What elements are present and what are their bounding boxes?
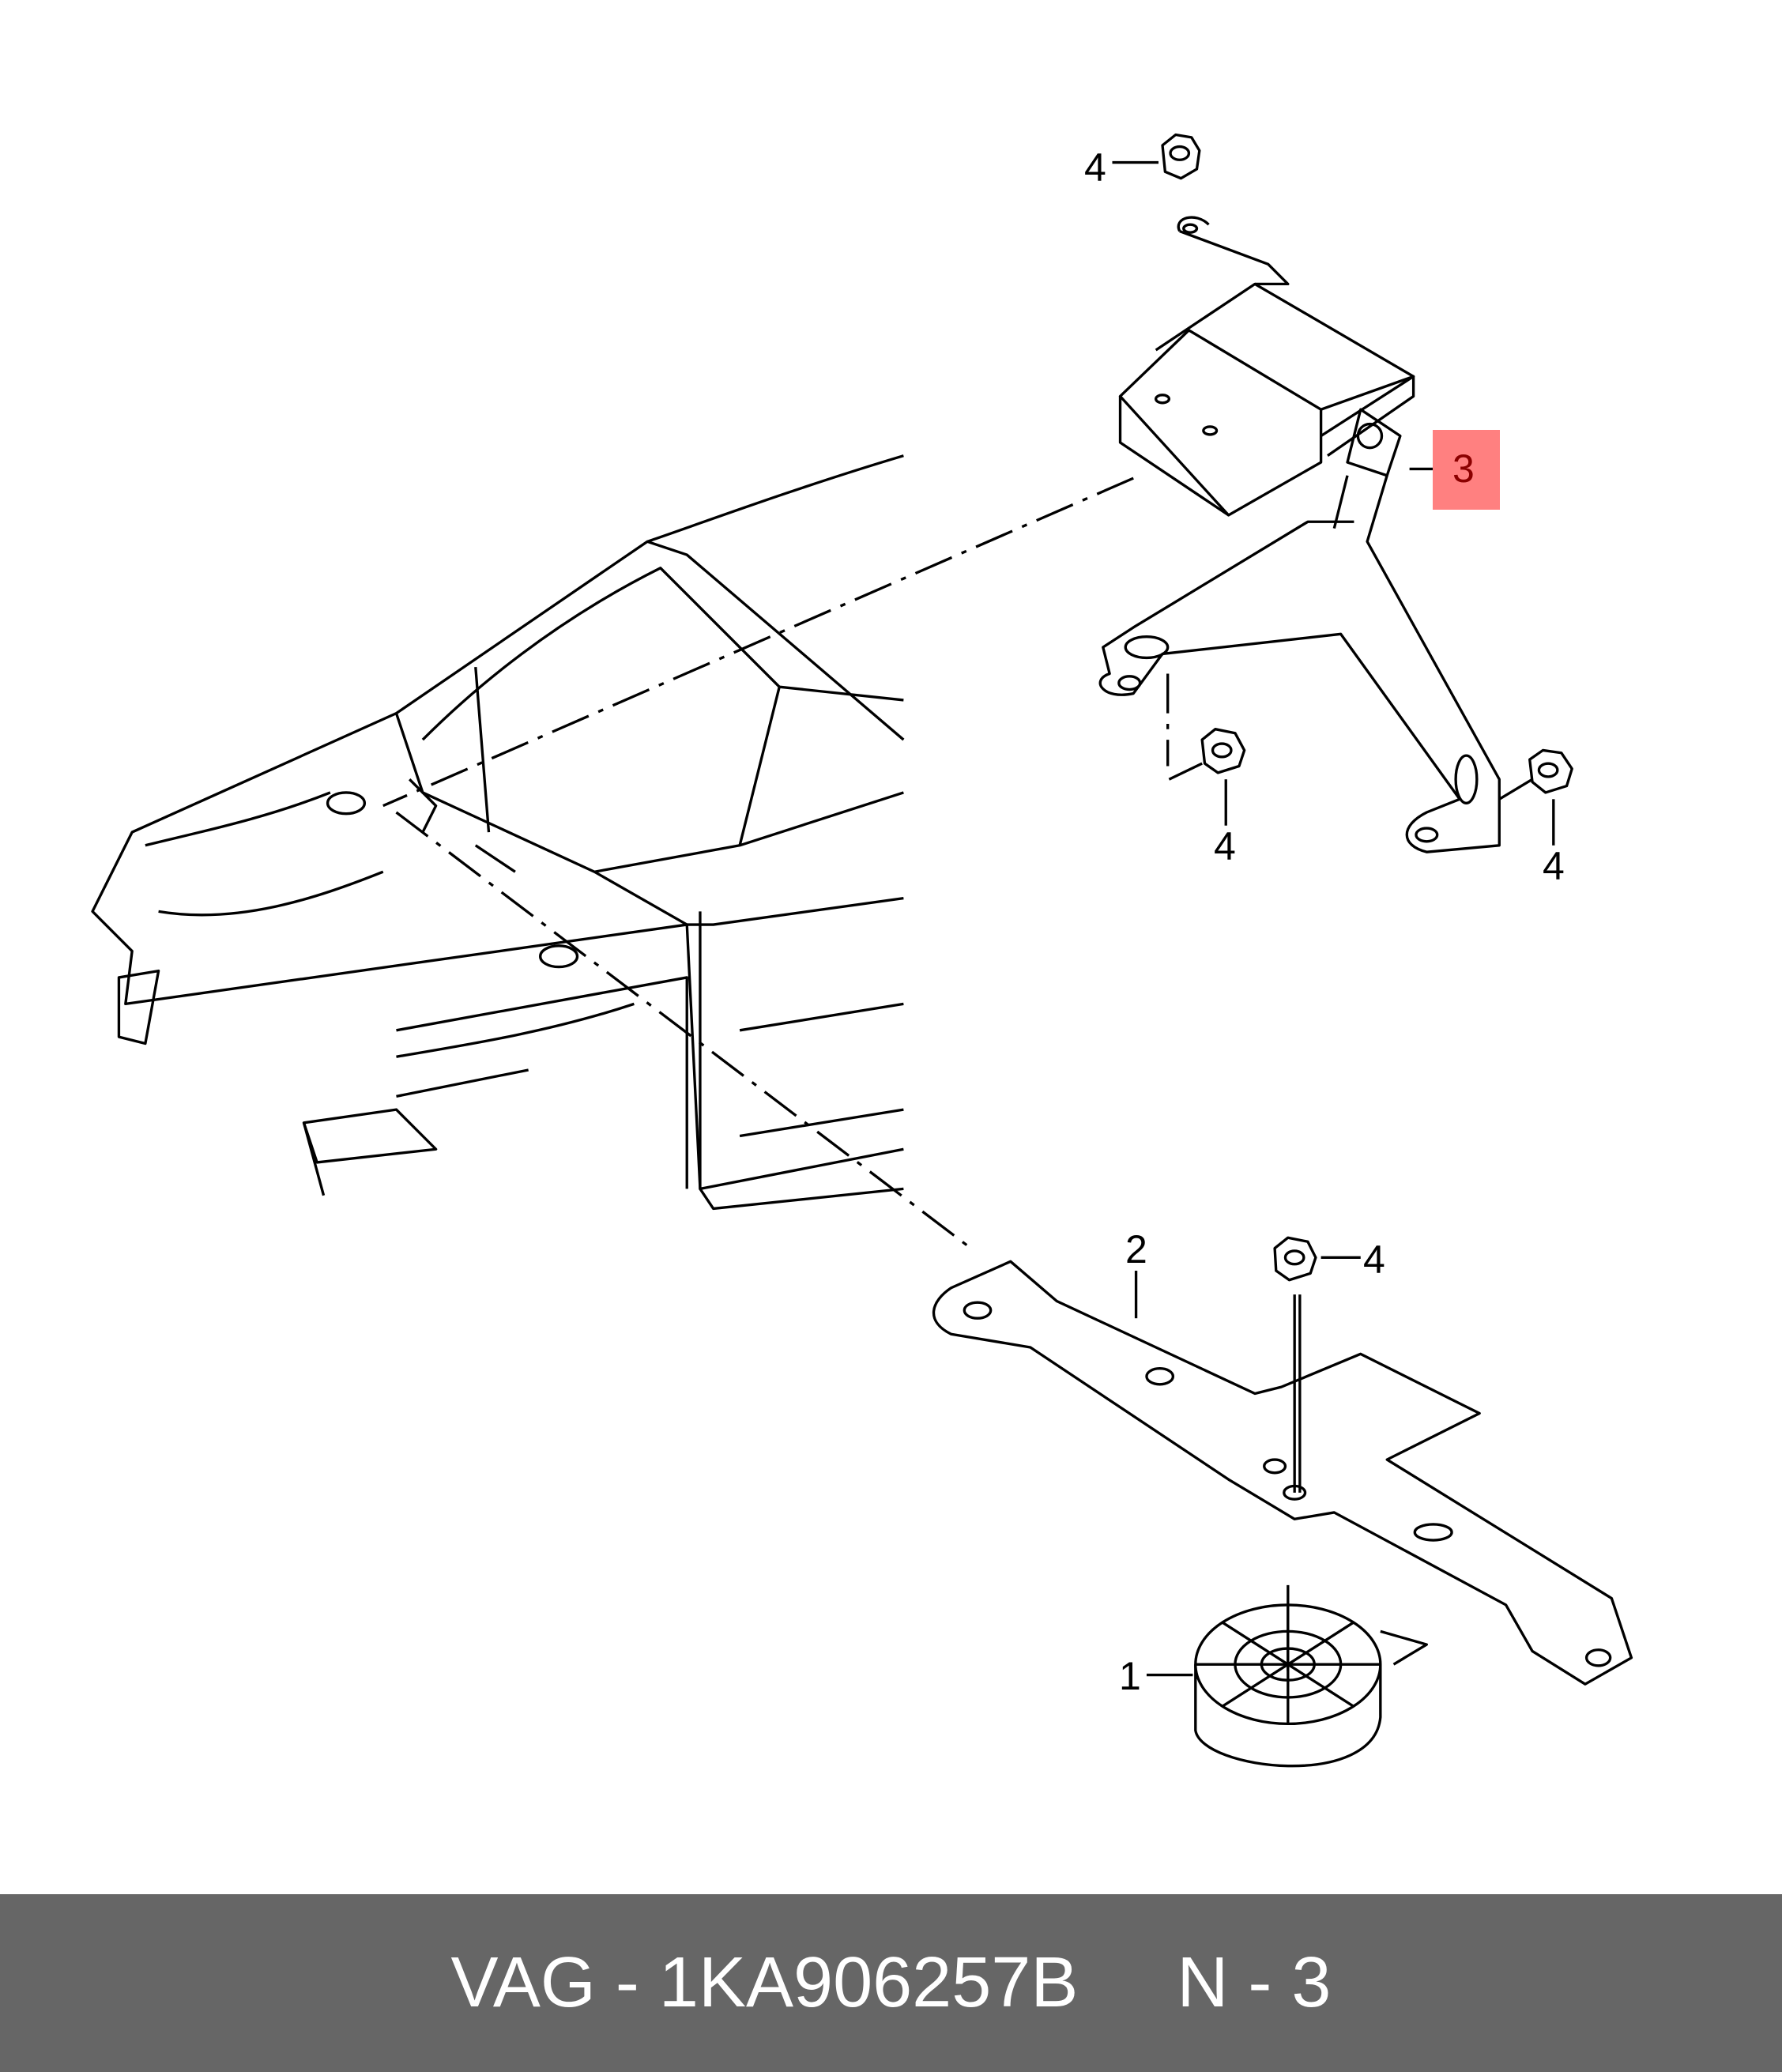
callout-4-bottom[interactable]: 4 <box>1363 1238 1385 1282</box>
callout-leaders <box>1112 160 1555 1677</box>
highlight-box <box>1433 430 1500 510</box>
horn-bracket-drawing <box>932 1260 1633 1686</box>
nut-drawings <box>1161 133 1573 1493</box>
parts-diagram <box>91 133 1633 1768</box>
car-body-drawing <box>91 454 905 1211</box>
module-bracket-drawing <box>1098 475 1533 853</box>
callout-4-right[interactable]: 4 <box>1543 844 1565 888</box>
callout-4-left[interactable]: 4 <box>1214 824 1236 868</box>
callout-2[interactable]: 2 <box>1125 1227 1147 1271</box>
callout-4-top[interactable]: 4 <box>1084 145 1106 190</box>
part-number-footer: VAG - 1KA906257B N - 3 <box>0 1894 1782 2072</box>
control-module-drawing <box>1118 216 1415 517</box>
leader-lines <box>382 477 1170 1249</box>
callout-3-highlighted[interactable]: 3 <box>1452 446 1475 491</box>
horn-drawing <box>1194 1584 1429 1768</box>
callout-1[interactable]: 1 <box>1119 1654 1141 1698</box>
footer-part-label: VAG - 1KA906257B N - 3 <box>450 1943 1332 2022</box>
